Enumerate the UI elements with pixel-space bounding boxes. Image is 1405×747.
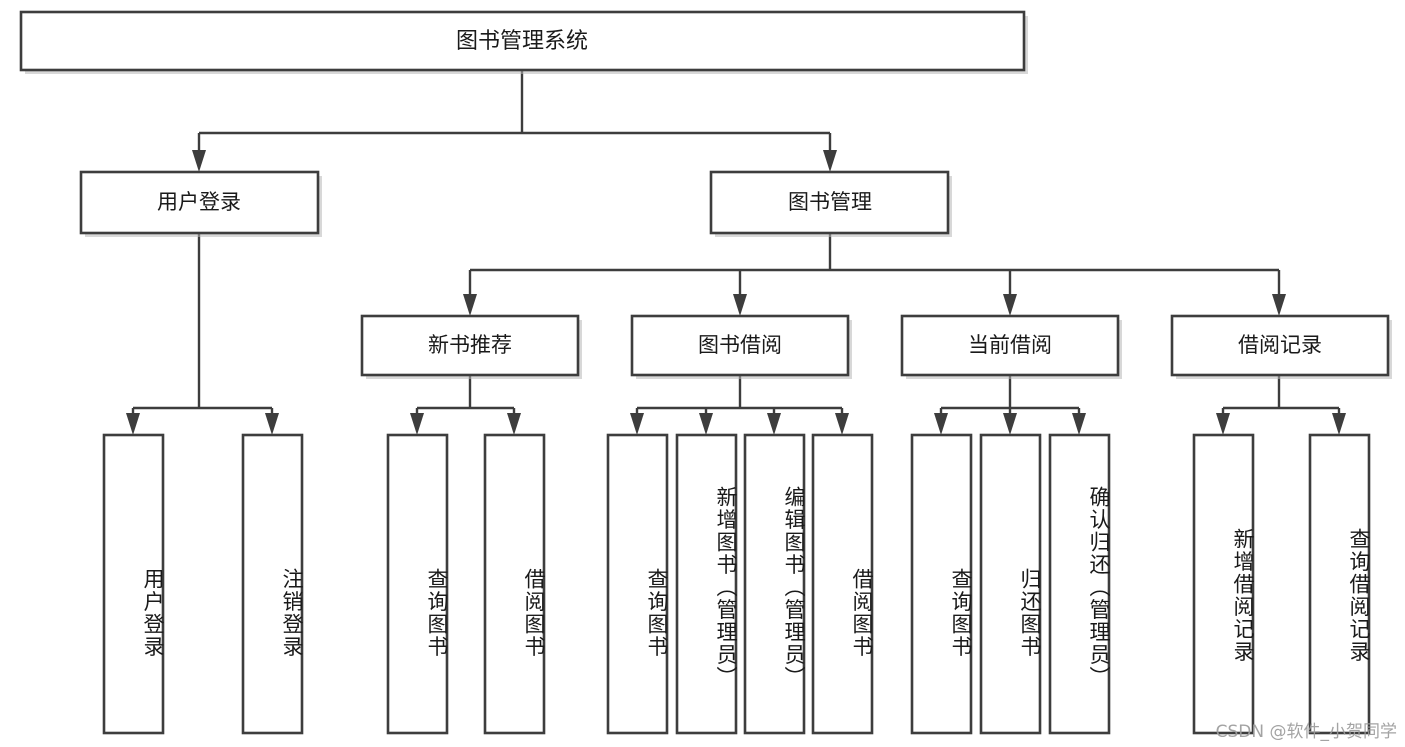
- leaf-box-add-borrow-record[interactable]: [1192, 433, 1255, 735]
- connectors-bookborrow-to-leaves: [630, 375, 849, 435]
- node-user-login[interactable]: 用户登录: [79, 170, 322, 237]
- leaf-box-query-book-current[interactable]: [910, 433, 973, 735]
- leaf-box-add-book-admin[interactable]: [675, 433, 738, 735]
- node-borrow-record-label: 借阅记录: [1238, 333, 1322, 357]
- node-book-management[interactable]: 图书管理: [709, 170, 952, 237]
- connectors-userlogin-to-leaves: [126, 233, 279, 435]
- leaf-box-confirm-return-admin[interactable]: [1048, 433, 1111, 735]
- connectors-newbook-to-leaves: [410, 375, 521, 435]
- node-new-book-recommend-label: 新书推荐: [428, 333, 512, 357]
- connectors-bookmgmt-to-level3: [463, 233, 1286, 316]
- node-root-label: 图书管理系统: [456, 29, 588, 54]
- leaf-box-borrow-book[interactable]: [811, 433, 874, 735]
- connectors-borrowrecord-to-leaves: [1216, 375, 1346, 435]
- node-book-borrow-label: 图书借阅: [698, 333, 782, 357]
- node-current-borrow-label: 当前借阅: [968, 333, 1052, 357]
- node-book-management-label: 图书管理: [788, 190, 872, 214]
- node-book-borrow[interactable]: 图书借阅: [630, 314, 852, 379]
- node-borrow-record[interactable]: 借阅记录: [1170, 314, 1392, 379]
- leaf-box-query-borrow-record[interactable]: [1308, 433, 1371, 735]
- leaf-box-edit-book-admin[interactable]: [743, 433, 806, 735]
- leaf-box-borrow-book-newbook[interactable]: [483, 433, 546, 735]
- node-user-login-label: 用户登录: [157, 190, 241, 214]
- leaf-box-query-book-newbook[interactable]: [386, 433, 449, 735]
- connectors-currentborrow-to-leaves: [934, 375, 1086, 435]
- leaf-box-query-book-borrow[interactable]: [606, 433, 669, 735]
- leaf-box-user-login[interactable]: [102, 433, 165, 735]
- watermark-text: CSDN @软件_小贺同学: [1215, 722, 1397, 742]
- leaf-box-logout[interactable]: [241, 433, 304, 735]
- node-root-book-management-system[interactable]: 图书管理系统: [19, 10, 1028, 74]
- node-new-book-recommend[interactable]: 新书推荐: [360, 314, 582, 379]
- connectors-root-to-level2: [192, 70, 837, 172]
- leaf-box-return-book[interactable]: [979, 433, 1042, 735]
- node-current-borrow[interactable]: 当前借阅: [900, 314, 1122, 379]
